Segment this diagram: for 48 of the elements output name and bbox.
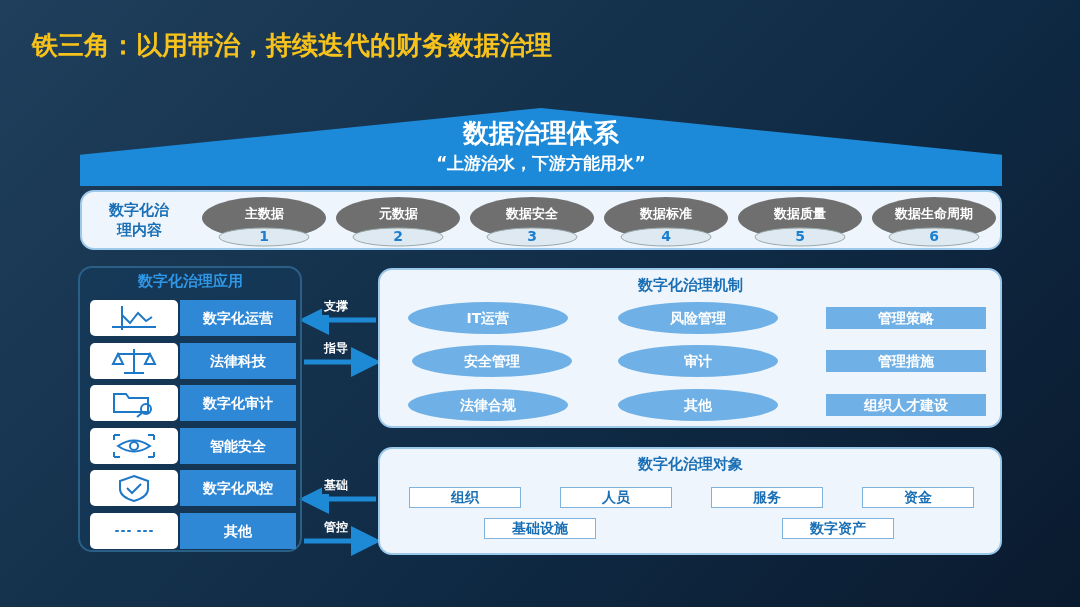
mechanism-ellipse: 其他	[618, 389, 778, 421]
mechanism-ellipse: 法律合规	[408, 389, 568, 421]
mechanism-ellipse: 审计	[618, 345, 778, 377]
panel	[378, 268, 1002, 428]
object-box: 资金	[862, 487, 974, 508]
edge-label: 支撑	[322, 298, 350, 315]
number-label: 1	[258, 228, 270, 244]
object-box: 组织	[409, 487, 521, 508]
mechanism-bar: 组织人才建设	[826, 394, 986, 416]
panel	[78, 266, 302, 552]
panel-heading: 数字化治理内容	[108, 200, 170, 240]
panel-heading: 数字化治理对象	[636, 455, 744, 474]
edge-label: 基础	[322, 477, 350, 494]
mechanism-bar: 管理策略	[826, 307, 986, 329]
content-label: 主数据	[243, 205, 285, 223]
number-label: 6	[928, 228, 940, 244]
content-label: 数据标准	[639, 205, 693, 223]
panel-heading: 数字化治理机制	[636, 276, 744, 295]
mechanism-ellipse: 风险管理	[618, 302, 778, 334]
app-label-bar: 法律科技	[180, 342, 296, 379]
app-label-bar: 数字化审计	[180, 385, 296, 421]
mechanism-bar: 管理措施	[826, 350, 986, 372]
app-label-bar: 智能安全	[180, 427, 296, 464]
title: 铁三角：以用带治，持续迭代的财务数据治理	[32, 29, 552, 62]
object-box: 数字资产	[782, 518, 894, 539]
edge-label: 管控	[322, 519, 350, 536]
number-label: 3	[526, 228, 538, 244]
content-label: 数据质量	[773, 205, 827, 223]
mechanism-ellipse: IT运营	[408, 302, 568, 334]
subheading: “上游治水，下游方能用水”	[435, 152, 647, 175]
mechanism-ellipse: 安全管理	[412, 345, 572, 377]
edge-label: 指导	[322, 340, 350, 357]
object-box: 基础设施	[484, 518, 596, 539]
number-label: 4	[660, 228, 672, 244]
number-label: 5	[794, 228, 806, 244]
heading: 数据治理体系	[461, 117, 620, 150]
app-label-bar: 其他	[180, 512, 296, 549]
content-label: 数据生命周期	[894, 205, 974, 223]
content-label: 数据安全	[505, 205, 559, 223]
panel-heading: 数字化治理应用	[136, 272, 244, 291]
number-label: 2	[392, 228, 404, 244]
panel	[80, 190, 1002, 250]
object-box: 服务	[711, 487, 823, 508]
app-label-bar: 数字化风控	[180, 470, 296, 506]
app-label-bar: 数字化运营	[180, 300, 296, 336]
content-label: 元数据	[377, 205, 419, 223]
object-box: 人员	[560, 487, 672, 508]
panel	[378, 447, 1002, 555]
